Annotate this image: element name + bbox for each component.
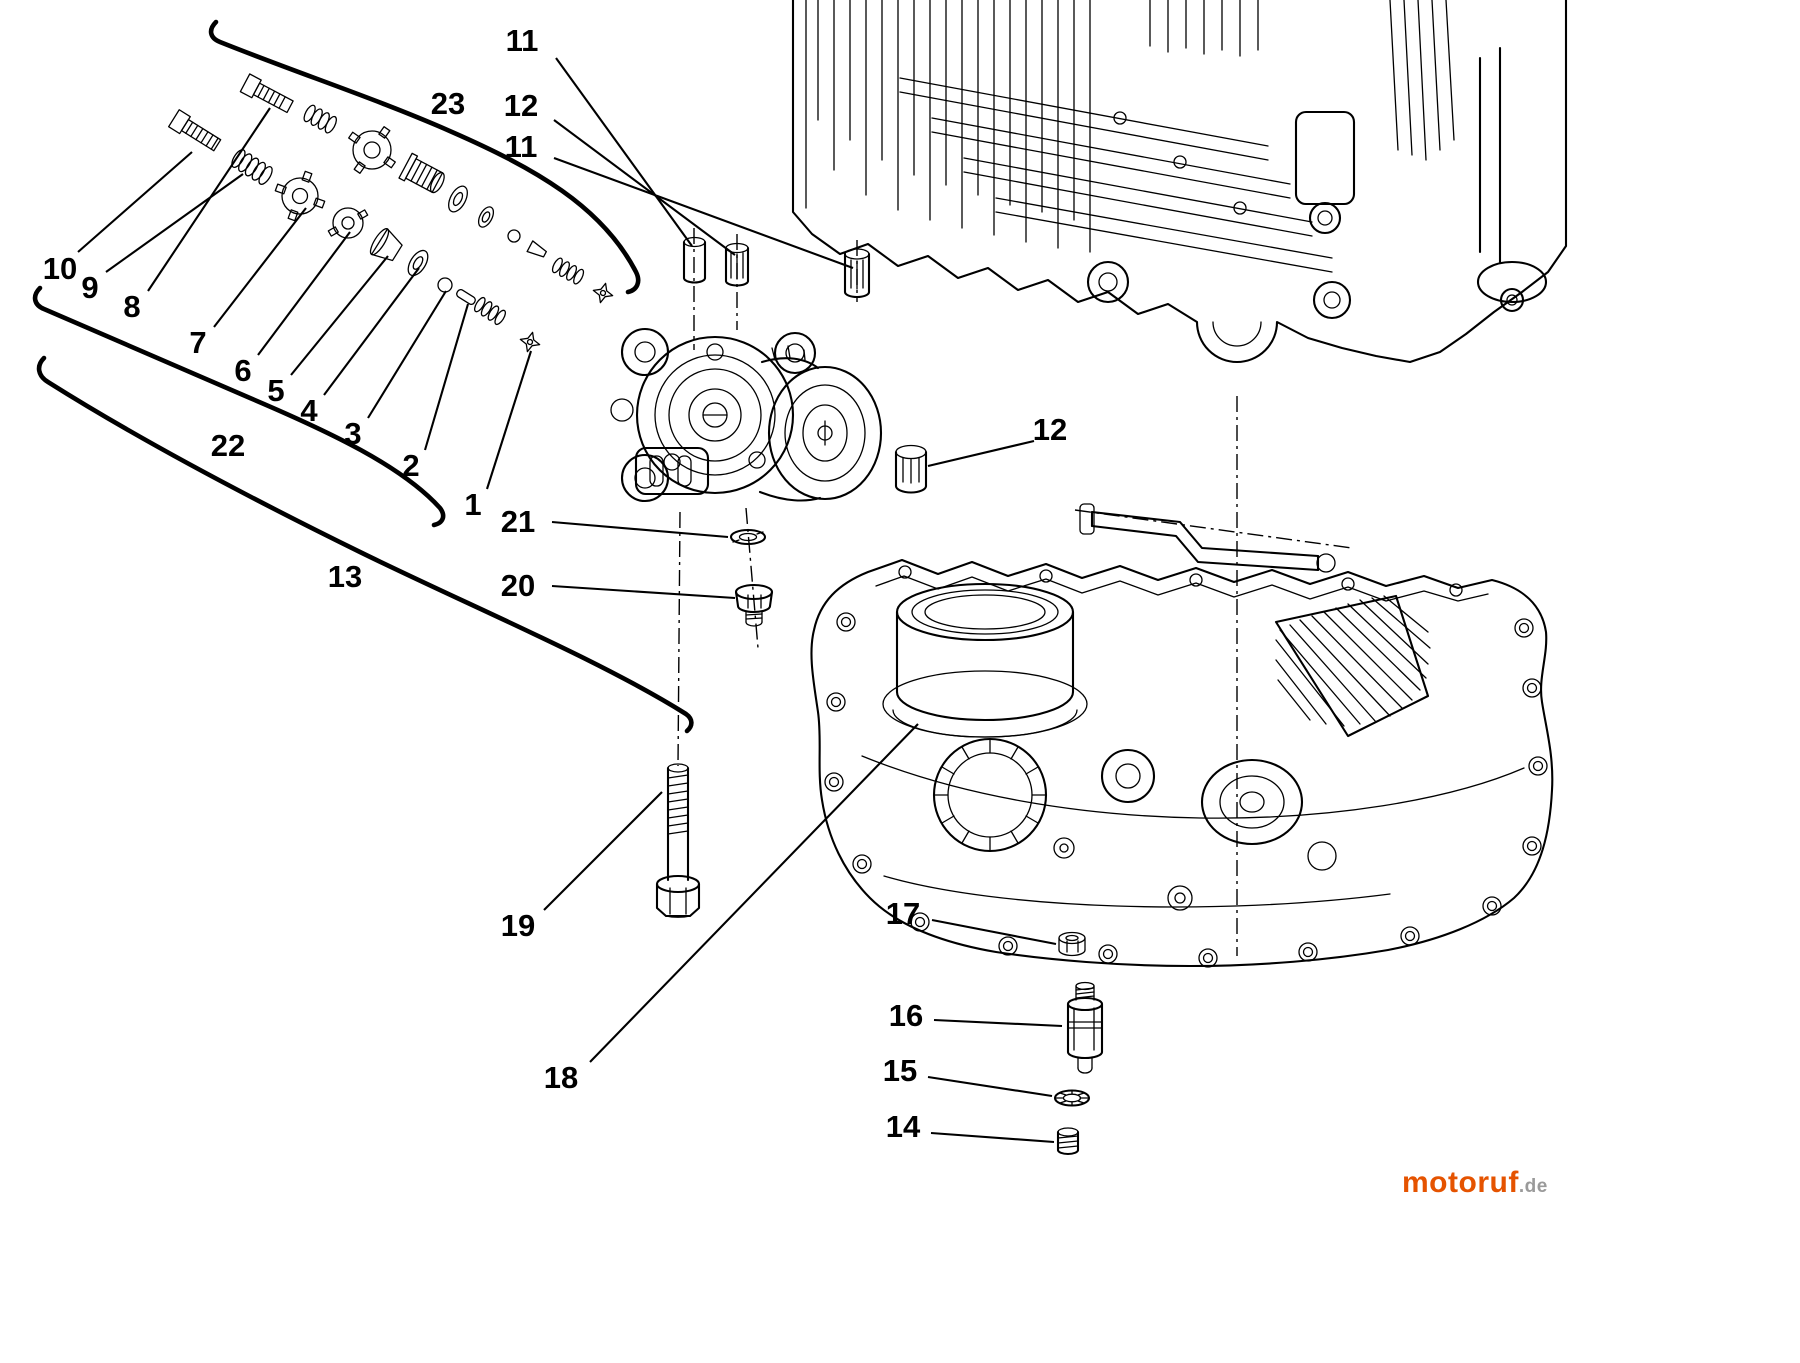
castle-hub-upper (348, 126, 396, 174)
leader-line-11 (555, 57, 693, 247)
check-valve-16 (1066, 981, 1104, 1074)
plug-upper (398, 152, 445, 194)
leader-line-9 (105, 173, 244, 273)
spring-upper-small (551, 257, 585, 285)
leader-line-10 (77, 151, 193, 253)
bolt-8 (239, 73, 294, 114)
spring-9 (231, 149, 273, 185)
watermark-suffix: .de (1518, 1176, 1548, 1197)
centerlines (677, 228, 1353, 956)
watermark: motoruf.de (1402, 1166, 1548, 1200)
bolt-19 (655, 763, 701, 918)
leader-line-17 (931, 918, 1057, 946)
leader-line-3 (367, 290, 447, 419)
leader-line-21 (551, 520, 729, 539)
leader-line-2 (423, 303, 470, 451)
castle-hub-7 (274, 170, 326, 222)
leader-line-19 (543, 791, 663, 911)
dowel-pin-12-side (894, 444, 928, 494)
case-opening (882, 670, 1088, 738)
valve-nut-17 (1058, 931, 1086, 957)
slotted-bracket (634, 446, 710, 496)
shift-lever (1079, 503, 1336, 573)
case-bolt-holes (824, 565, 1548, 968)
leader-line-8 (147, 107, 271, 292)
wire-link-23 (208, 19, 641, 295)
plug-14 (1056, 1127, 1080, 1156)
case-wedge (1274, 594, 1431, 738)
ring-upper-2 (477, 206, 495, 228)
watermark-brand: motoruf (1402, 1166, 1519, 1199)
leader-line-1 (485, 350, 533, 490)
pin-2 (456, 288, 476, 306)
ring-upper-1 (448, 185, 468, 213)
leader-line-15 (927, 1075, 1053, 1098)
clip-1 (519, 331, 541, 353)
leader-line-4 (323, 267, 420, 396)
cone-5 (369, 228, 403, 262)
washer-15 (1053, 1089, 1091, 1107)
leader-line-20 (551, 584, 736, 600)
ring-4 (407, 249, 429, 277)
engine-block (791, 0, 1568, 364)
clip-upper (592, 282, 614, 304)
exploded-valve-parts (168, 73, 614, 353)
leader-lines (77, 57, 1063, 1144)
transaxle-case (810, 503, 1554, 968)
leader-line-18 (589, 723, 919, 1063)
leader-line-5 (290, 255, 389, 376)
ball-3 (437, 277, 453, 293)
pump-assembly (610, 236, 928, 503)
leader-line-12 (927, 439, 1035, 468)
leader-line-7 (213, 207, 307, 328)
ball-upper (507, 229, 521, 243)
small-spring (473, 296, 507, 326)
leader-line-11 (553, 157, 854, 269)
bearing-sleeve (895, 582, 1075, 722)
bearing-bore (932, 737, 1048, 853)
leader-line-14 (930, 1131, 1055, 1144)
spring-upper (303, 104, 337, 134)
leader-line-12 (553, 119, 736, 256)
hub-6 (327, 207, 369, 239)
bolt-10 (168, 109, 222, 152)
cone-pin-upper (526, 240, 548, 258)
leader-line-6 (257, 231, 351, 356)
wire-link-22 (32, 285, 446, 528)
leader-line-16 (933, 1018, 1063, 1028)
wire-link-13 (36, 355, 694, 734)
